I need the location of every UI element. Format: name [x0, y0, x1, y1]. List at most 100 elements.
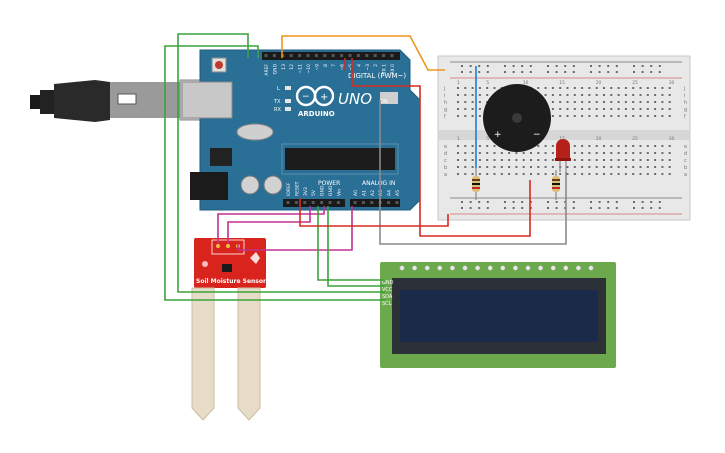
analog-pin-label: A3 [378, 190, 384, 196]
header-hole [348, 54, 352, 57]
bb-hole [581, 101, 584, 103]
bb-hole [632, 145, 635, 147]
header-hole [314, 54, 318, 57]
digital-pin-label: AREF [264, 64, 270, 76]
bb-hole [603, 87, 605, 89]
bb-hole [581, 145, 584, 147]
bb-rail-hole [547, 65, 549, 67]
bb-rail-hole [633, 71, 635, 73]
bb-rail-hole [641, 65, 644, 67]
analog-header-label: ANALOG IN [362, 180, 395, 187]
digital-header [262, 52, 400, 60]
bb-hole [544, 166, 547, 168]
bb-hole [661, 101, 664, 103]
bb-hole [537, 152, 540, 154]
bb-hole [668, 108, 671, 110]
bb-rail-hole [512, 71, 515, 73]
bb-hole [486, 87, 489, 89]
bb-hole [551, 173, 554, 175]
bb-hole [639, 166, 642, 168]
bb-hole [544, 145, 547, 147]
bb-hole [646, 159, 649, 161]
bb-hole [471, 173, 474, 175]
bb-hole [654, 173, 657, 175]
header-hole [328, 201, 332, 204]
lcd-pin-hole [475, 265, 481, 271]
bb-hole [646, 115, 649, 117]
bb-hole [654, 108, 657, 110]
bb-hole [624, 166, 627, 168]
bb-hole [610, 94, 613, 96]
led-l [285, 86, 291, 90]
power-pin-label: 5V [311, 189, 317, 196]
header-hole [303, 201, 307, 204]
bb-hole [610, 166, 613, 168]
bb-hole [478, 145, 481, 147]
bb-hole [530, 152, 532, 154]
header-hole [382, 54, 386, 57]
bb-hole [603, 101, 605, 103]
bb-hole [588, 145, 591, 147]
bb-hole [537, 87, 540, 89]
bb-hole [632, 173, 635, 175]
bb-hole [588, 166, 591, 168]
header-hole [286, 201, 290, 204]
bb-hole [610, 159, 613, 161]
bb-hole [668, 101, 671, 103]
bb-hole [478, 94, 481, 96]
bb-hole [508, 173, 511, 175]
digital-pin-label: ~5 [348, 64, 354, 71]
bb-rail-hole [555, 65, 558, 67]
lcd-pin-label: SCL [382, 301, 392, 307]
bb-hole [493, 145, 496, 147]
bb-rail-hole [461, 201, 463, 203]
usb-port [181, 81, 233, 119]
bb-hole [617, 101, 620, 103]
bb-hole [646, 152, 649, 154]
bb-row-label: b [684, 165, 687, 171]
bb-row-label: d [684, 151, 687, 157]
digital-pin-label: 13 [281, 64, 287, 70]
bb-rail-hole [547, 201, 549, 203]
digital-pin-label: ~6 [340, 64, 346, 71]
header-hole [353, 201, 357, 204]
bb-hole [530, 159, 532, 161]
bb-rail-hole [521, 201, 524, 203]
microcontroller-chip [285, 148, 395, 170]
bb-hole [661, 115, 664, 117]
bb-rail-hole [650, 201, 653, 203]
bb-rail-hole [486, 71, 489, 73]
analog-pin-label: A5 [395, 190, 401, 196]
svg-text:+: + [320, 92, 328, 103]
bb-hole [581, 152, 584, 154]
bb-hole [559, 108, 562, 110]
bb-hole [566, 173, 569, 175]
bb-hole [632, 166, 635, 168]
bb-rail-hole [555, 207, 558, 209]
crystal [236, 123, 274, 141]
bb-hole [566, 108, 569, 110]
bb-rail-hole [598, 207, 601, 209]
bb-hole [588, 87, 591, 89]
bb-hole [500, 173, 503, 175]
bb-hole [566, 115, 569, 117]
bb-hole [464, 94, 467, 96]
led-on-label: ON [380, 99, 388, 105]
bb-hole [486, 94, 489, 96]
bb-rail-hole [529, 71, 532, 73]
bb-hole [457, 152, 459, 154]
bb-rail-hole [469, 207, 472, 209]
bb-hole [530, 166, 532, 168]
bb-rail-hole [469, 71, 472, 73]
bb-rail-hole [461, 71, 463, 73]
bb-hole [595, 94, 598, 96]
bb-hole [471, 115, 474, 117]
power-pin-label: GND [328, 185, 334, 196]
bb-hole [617, 166, 620, 168]
bb-row-label: g [684, 107, 687, 113]
bb-rail-hole [486, 207, 489, 209]
bb-hole [632, 152, 635, 154]
bb-hole [661, 159, 664, 161]
